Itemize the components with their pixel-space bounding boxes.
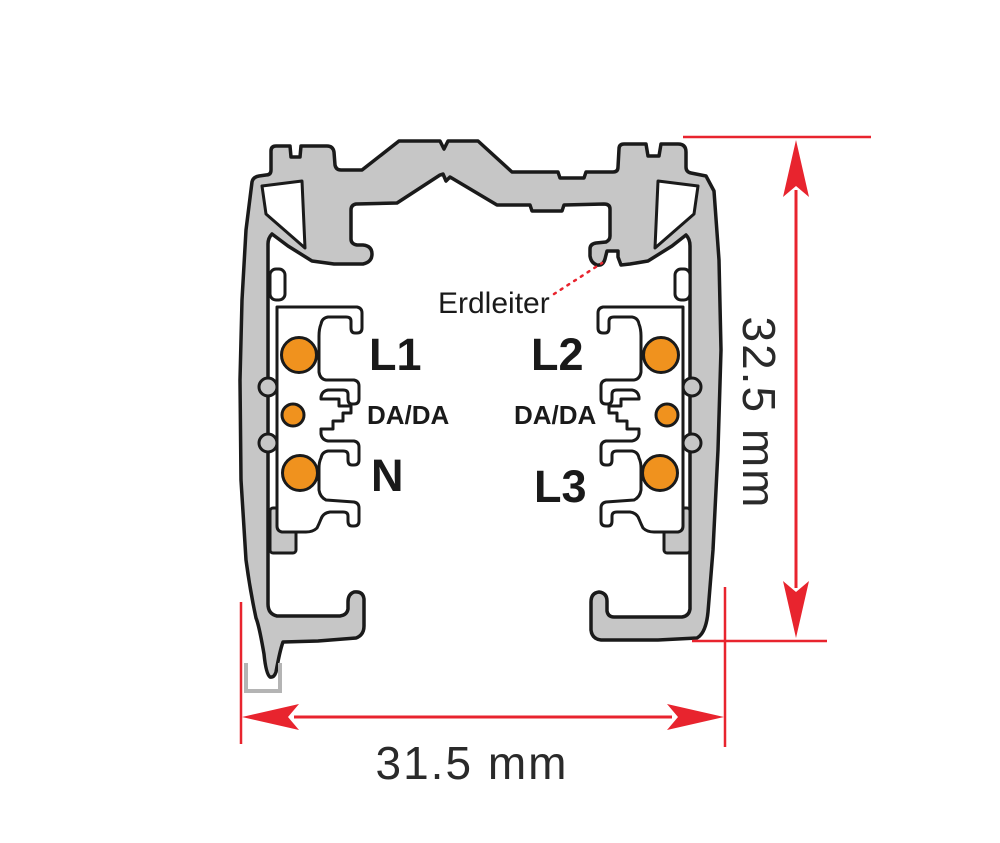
right-wall-bump-lower (681, 432, 703, 454)
width-dimension-label: 31.5 mm (376, 737, 569, 789)
conductor-contact-da-right (654, 402, 680, 428)
conductor-contact-n (281, 454, 319, 492)
label-l3: L3 (534, 461, 587, 512)
left-screw-slot (268, 267, 287, 302)
width-arrowhead-right (667, 704, 724, 730)
label-l2: L2 (531, 329, 584, 380)
left-mount-cavity (260, 179, 307, 250)
insulators (275, 305, 685, 534)
right-screw-slot (673, 267, 692, 302)
right-mount-cavity (653, 179, 700, 250)
label-l1: L1 (369, 329, 422, 380)
label-n: N (371, 450, 404, 501)
height-arrowhead-down (783, 581, 809, 638)
corner-bracket-mark (244, 663, 282, 693)
width-arrowhead-left (242, 704, 299, 730)
label-da-left: DA/DA (367, 400, 450, 430)
label-da-right: DA/DA (514, 400, 597, 430)
conductor-contact-l1 (280, 336, 318, 374)
left-wall-bump-upper (257, 376, 279, 398)
conductor-contacts (280, 336, 680, 492)
conductor-contact-l2 (642, 336, 680, 374)
conductor-contact-da-left (280, 402, 306, 428)
width-dimension: 31.5 mm (239, 587, 727, 789)
erdleiter-leader-line (552, 261, 604, 296)
conductor-labels: L1 L2 DA/DA DA/DA N L3 (367, 329, 597, 512)
earth-callout: Erdleiter (438, 261, 604, 320)
height-dimension-label: 32.5 mm (733, 317, 785, 510)
right-wall-bump-upper (681, 376, 703, 398)
height-dimension: 32.5 mm (683, 135, 871, 643)
conductor-contact-l3 (641, 454, 679, 492)
height-arrowhead-up (783, 140, 809, 197)
left-wall-bump-lower (257, 432, 279, 454)
erdleiter-label: Erdleiter (438, 287, 550, 320)
